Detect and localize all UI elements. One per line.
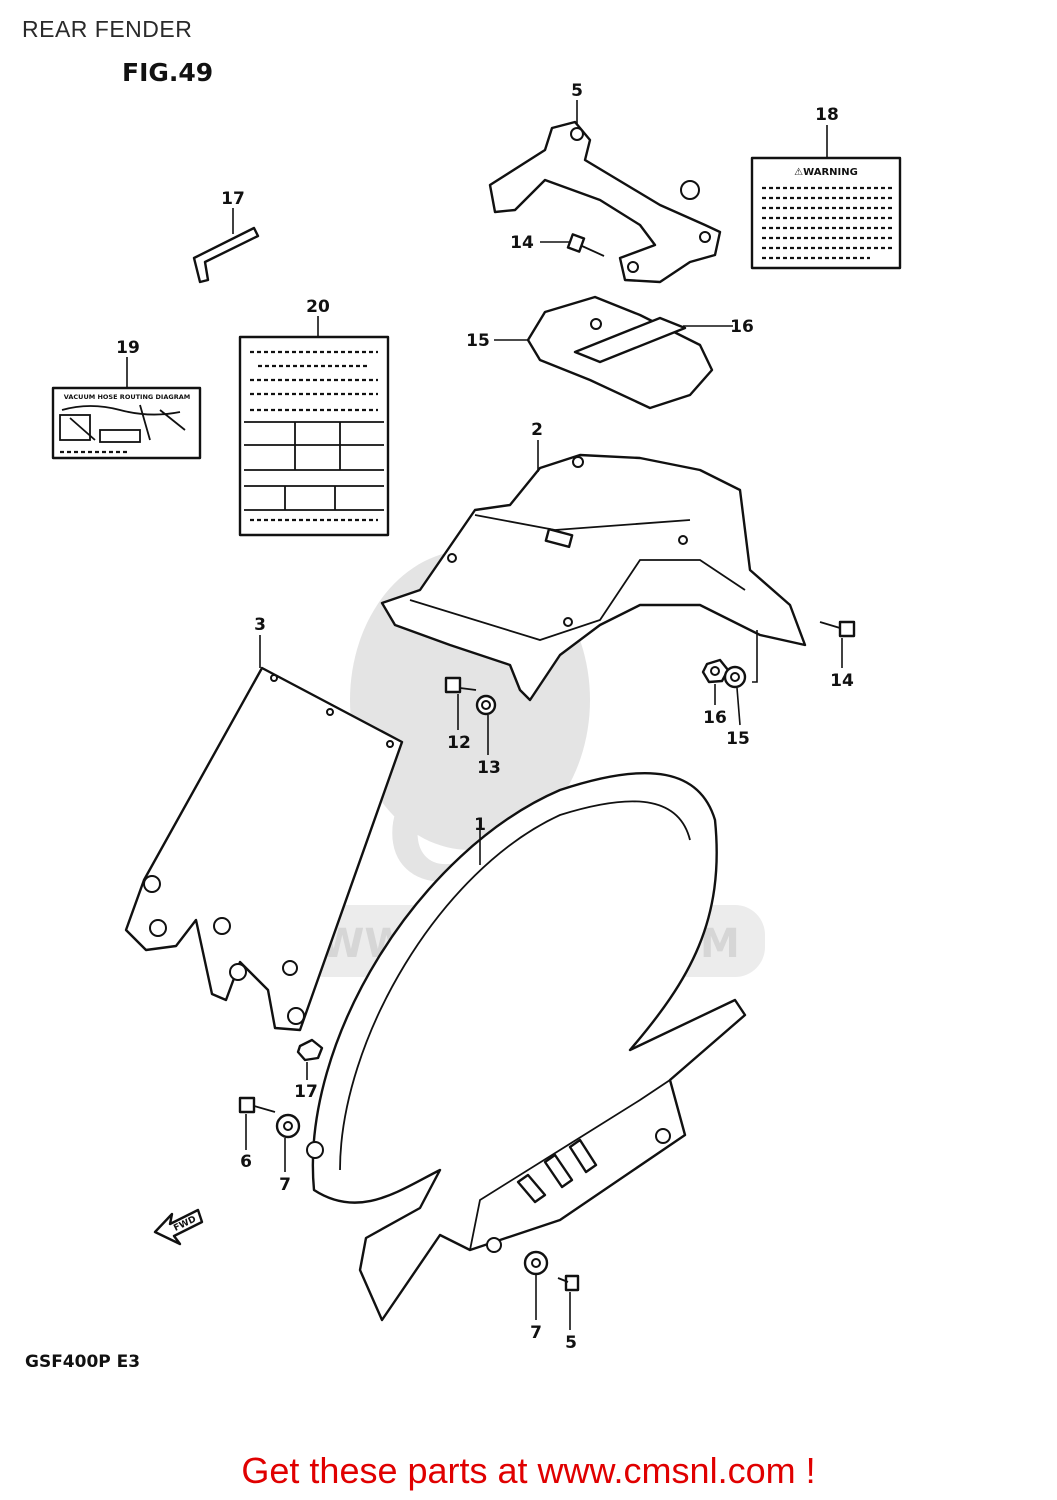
vacuum-label-title: VACUUM HOSE ROUTING DIAGRAM xyxy=(64,393,190,401)
part-11-washer xyxy=(723,665,747,689)
callout-15: 15 xyxy=(466,331,490,351)
figure-number: FIG.49 xyxy=(122,58,214,87)
callout-20: 20 xyxy=(306,297,330,317)
callout-8: 12 xyxy=(447,733,471,753)
callout-11: 15 xyxy=(726,729,750,749)
part-14-bolt xyxy=(566,233,605,257)
page-title: REAR FENDER xyxy=(22,16,193,42)
callout-3: 3 xyxy=(254,615,266,635)
part-12-nut xyxy=(701,658,730,684)
model-code: GSF400P E3 xyxy=(25,1352,141,1372)
part-7-washer-lower xyxy=(523,1250,549,1276)
part-6-bolt xyxy=(238,1096,276,1114)
callout-12: 16 xyxy=(703,708,727,728)
part-18-warning-label: ⚠WARNING xyxy=(750,156,902,270)
part-1-rear-hugger xyxy=(306,772,747,1322)
exploded-parts-diagram: CMS WWW.CMSNL.COM ⚠WARNING xyxy=(51,81,902,1353)
callout-18: 18 xyxy=(815,105,839,125)
part-13-nut xyxy=(296,1038,324,1062)
warning-label-title: ⚠WARNING xyxy=(794,167,858,178)
part-20-info-label xyxy=(238,335,390,537)
callout-7-upper: 7 xyxy=(279,1175,291,1195)
get-parts-link[interactable]: Get these parts at www.cmsnl.com ! xyxy=(241,1450,816,1491)
part-16-strap xyxy=(573,316,687,364)
callout-17: 17 xyxy=(221,189,245,209)
leader-lines xyxy=(126,100,843,1330)
part-19-vacuum-label: VACUUM HOSE ROUTING DIAGRAM xyxy=(51,386,202,460)
callout-10: 14 xyxy=(830,671,854,691)
part-5-bolt xyxy=(557,1274,580,1292)
part-7-washer-upper xyxy=(275,1113,301,1139)
callout-14: 14 xyxy=(510,233,534,253)
callout-16: 16 xyxy=(730,317,754,337)
callout-9: 13 xyxy=(477,758,501,778)
callout-numbers: 5 18 17 14 20 16 15 19 2 3 14 16 15 12 1… xyxy=(116,81,854,1353)
callout-1: 1 xyxy=(474,815,486,835)
callout-19: 19 xyxy=(116,338,140,358)
callout-5: 5 xyxy=(565,1333,577,1353)
callout-2: 2 xyxy=(531,420,543,440)
callout-4: 5 xyxy=(571,81,583,101)
part-9-nut xyxy=(475,694,497,716)
part-17-hex-key xyxy=(192,226,260,284)
part-8-bolt xyxy=(444,676,477,694)
forward-arrow: FWD xyxy=(153,1208,204,1246)
part-3-mudflap xyxy=(124,666,404,1032)
part-2-rear-fender-upper xyxy=(380,453,807,702)
callout-7-lower: 7 xyxy=(530,1323,542,1343)
callout-13: 17 xyxy=(294,1082,318,1102)
callout-6: 6 xyxy=(240,1152,252,1172)
part-4-bracket xyxy=(488,120,722,284)
part-10-bolt xyxy=(819,620,856,638)
